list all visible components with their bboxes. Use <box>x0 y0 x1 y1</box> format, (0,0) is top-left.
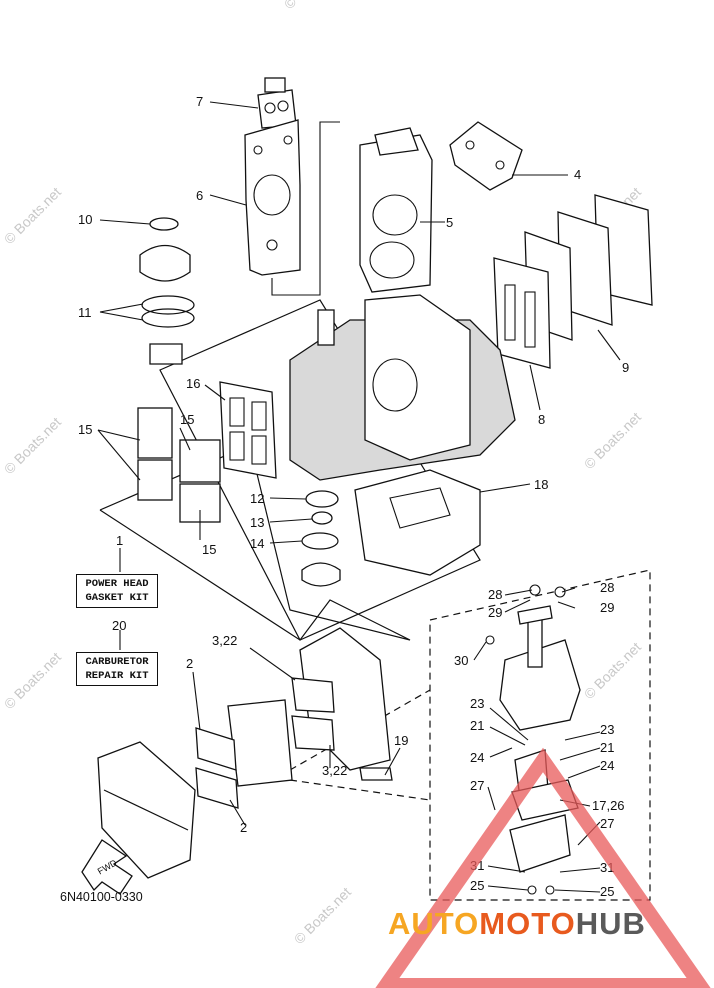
callout-2b: 2 <box>240 820 247 835</box>
part-12-14-seals <box>301 490 341 587</box>
part-5-cylinder-head <box>359 127 433 293</box>
part-7-cover <box>257 77 297 129</box>
logo-part-3: HUB <box>575 906 646 941</box>
callout-3-22b: 3,22 <box>322 763 347 778</box>
logo-part-1: AUTO <box>388 906 480 941</box>
callout-1: 1 <box>116 533 123 548</box>
callout-21b: 21 <box>600 740 614 755</box>
carburetor-assembly <box>195 627 393 809</box>
callout-13: 13 <box>250 515 264 530</box>
part-16-gasket <box>219 381 277 479</box>
callout-12: 12 <box>250 491 264 506</box>
callout-numbers: 7 6 10 11 5 4 9 8 16 15 15 15 12 13 14 1… <box>78 94 629 899</box>
callout-23a: 23 <box>470 696 484 711</box>
watermark: © Boats.net <box>281 0 344 12</box>
callout-27b: 27 <box>600 816 614 831</box>
watermark: © Boats.net <box>1 414 64 477</box>
callout-29a: 29 <box>488 605 502 620</box>
callout-14: 14 <box>250 536 264 551</box>
kit-box-power-head: POWER HEAD GASKET KIT <box>76 574 158 608</box>
part-10-seal <box>139 217 191 282</box>
callout-4: 4 <box>574 167 581 182</box>
leader-bracket <box>271 121 340 296</box>
callout-16: 16 <box>186 376 200 391</box>
callout-10: 10 <box>78 212 92 227</box>
callout-15a: 15 <box>78 422 92 437</box>
callout-24a: 24 <box>470 750 484 765</box>
kit-box-carburetor: CARBURETOR REPAIR KIT <box>76 652 158 686</box>
callout-28b: 28 <box>600 580 614 595</box>
watermark: © Boats.net <box>291 884 354 947</box>
callout-19: 19 <box>394 733 408 748</box>
callout-8: 8 <box>538 412 545 427</box>
callout-20: 20 <box>112 618 126 633</box>
callout-2a: 2 <box>186 656 193 671</box>
warning-triangle-logo <box>375 747 711 988</box>
logo-part-2: MOTO <box>479 906 576 941</box>
callout-27a: 27 <box>470 778 484 793</box>
watermark: © Boats.net <box>581 409 644 472</box>
callout-9: 9 <box>622 360 629 375</box>
part-8-gasket <box>493 257 551 369</box>
watermark: © Boats.net <box>581 639 644 702</box>
callout-21a: 21 <box>470 718 484 733</box>
carb-link-dashed <box>289 689 431 801</box>
part-11-rings <box>141 295 195 365</box>
fwd-arrow: FWD <box>81 839 133 895</box>
group-outline-carb-dashed <box>429 569 651 901</box>
part-6-head-cover <box>244 119 301 276</box>
callout-28a: 28 <box>488 587 502 602</box>
callout-23b: 23 <box>600 722 614 737</box>
callout-18: 18 <box>534 477 548 492</box>
part-code: 6N40100-0330 <box>60 890 143 904</box>
part-18-gasket <box>354 469 481 576</box>
kit-20-line-1: CARBURETOR <box>85 656 149 668</box>
intake-silencer <box>97 741 196 879</box>
watermark: © Boats.net <box>1 184 64 247</box>
kit-1-line-1: POWER HEAD <box>85 578 149 590</box>
callout-17-26: 17,26 <box>592 798 625 813</box>
callout-15b: 15 <box>180 412 194 427</box>
callout-25b: 25 <box>600 884 614 899</box>
kit-1-line-2: GASKET KIT <box>85 592 149 604</box>
kit-20-line-2: REPAIR KIT <box>85 670 149 682</box>
callout-11: 11 <box>78 305 92 320</box>
callout-29b: 29 <box>600 600 614 615</box>
callout-25a: 25 <box>470 878 484 893</box>
callout-30: 30 <box>454 653 468 668</box>
callout-3-22a: 3,22 <box>212 633 237 648</box>
engine-block <box>289 294 516 481</box>
callout-15c: 15 <box>202 542 216 557</box>
callout-7: 7 <box>196 94 203 109</box>
callout-6: 6 <box>196 188 203 203</box>
callout-24b: 24 <box>600 758 614 773</box>
part-4-cover <box>449 121 523 191</box>
part-15-reed-valves <box>137 407 221 523</box>
callout-5: 5 <box>446 215 453 230</box>
watermark: © Boats.net <box>1 649 64 712</box>
group-outline-powerhead <box>159 299 481 641</box>
automotohub-logo: AUTOMOTOHUB <box>388 906 646 942</box>
